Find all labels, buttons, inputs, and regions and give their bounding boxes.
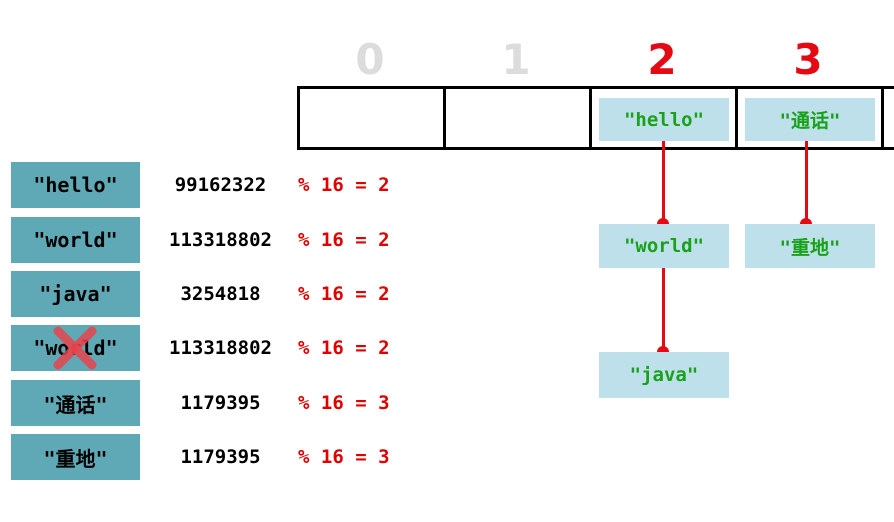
array-divider (589, 86, 592, 150)
hash-array (297, 86, 894, 150)
index-label-1: 1 (501, 35, 531, 84)
bucket-3-chain-node-1: "重地" (745, 224, 875, 268)
bucket-2-chain-node-2: "java" (599, 352, 729, 398)
bucket-2-head-node: "hello" (599, 98, 729, 141)
key-box-duplicate: "world" (11, 325, 140, 371)
index-label-2: 2 (647, 35, 677, 84)
key-box: "通话" (11, 380, 140, 426)
hash-value: 113318802 (169, 337, 272, 359)
mod-result: % 16 = 3 (298, 446, 390, 468)
bucket-2-chain-node-1: "world" (599, 224, 729, 268)
hash-value: 1179395 (180, 446, 261, 468)
mod-result: % 16 = 2 (298, 229, 390, 251)
index-label-3: 3 (793, 35, 823, 84)
hash-value: 1179395 (180, 392, 261, 414)
key-box: "重地" (11, 434, 140, 480)
key-box: "java" (11, 271, 140, 317)
key-box: "hello" (11, 162, 140, 208)
hash-value: 113318802 (169, 229, 272, 251)
chain-link (662, 268, 665, 352)
hash-value: 99162322 (174, 174, 267, 196)
bucket-3-head-node: "通话" (745, 98, 875, 141)
array-divider (443, 86, 446, 150)
key-box: "world" (11, 217, 140, 263)
mod-result: % 16 = 2 (298, 337, 390, 359)
chain-link (805, 141, 808, 224)
mod-result: % 16 = 3 (298, 392, 390, 414)
hash-value: 3254818 (180, 283, 261, 305)
array-divider (735, 86, 738, 150)
mod-result: % 16 = 2 (298, 174, 390, 196)
array-divider (881, 86, 884, 150)
index-label-0: 0 (355, 35, 385, 84)
mod-result: % 16 = 2 (298, 283, 390, 305)
chain-link (662, 141, 665, 224)
